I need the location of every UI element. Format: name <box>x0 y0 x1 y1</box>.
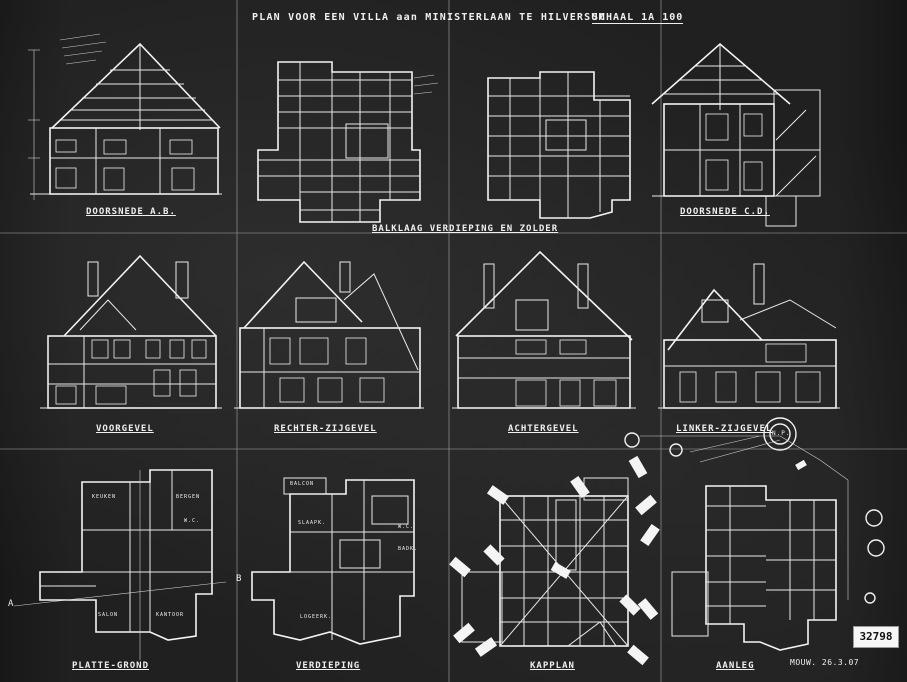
joist-plan-attic <box>487 71 631 219</box>
sheet-title: PLAN VOOR EEN VILLA aan MINISTERLAAN TE … <box>252 12 606 23</box>
label-section-cd: DOORSNEDE C.D. <box>680 207 770 217</box>
fold-line <box>0 448 907 450</box>
date-note: MOUW. 26.3.07 <box>790 658 860 667</box>
ground-floor-plan-drawing <box>13 469 227 660</box>
section-ab-drawing <box>28 33 222 200</box>
site-plan-drawing <box>624 417 885 651</box>
room-label: BALCON <box>290 481 315 487</box>
label-rear-elevation: ACHTERGEVEL <box>508 424 579 434</box>
north-point-marker: N.P. <box>772 430 791 437</box>
sheet-scale: SCHAAL 1A 100 <box>592 12 684 24</box>
fold-line <box>236 0 238 682</box>
joist-plan-first-floor <box>257 61 421 223</box>
label-left-elevation: LINKER-ZIJGEVEL <box>676 424 773 434</box>
fold-line <box>660 0 662 682</box>
upper-floor-plan-drawing <box>251 477 415 645</box>
section-marker-b: B <box>236 574 243 584</box>
annotation-notes <box>413 74 439 95</box>
label-front-elevation: VOORGEVEL <box>96 424 154 434</box>
room-label: BERGEN <box>176 494 201 500</box>
label-right-elevation: RECHTER-ZIJGEVEL <box>274 424 377 434</box>
room-label: KANTOOR <box>156 612 185 618</box>
left-elevation-drawing <box>658 263 840 409</box>
room-label: SALON <box>98 612 119 618</box>
right-elevation-drawing <box>234 260 424 409</box>
front-elevation-drawing <box>40 254 222 409</box>
room-label: LOGEERK. <box>300 614 333 620</box>
label-ground-floor: PLATTE-GROND <box>72 661 150 671</box>
roof-plan-drawing <box>449 455 660 666</box>
label-site-plan: AANLEG <box>716 661 755 671</box>
room-label: W.C. <box>184 518 201 524</box>
fold-line <box>0 232 907 234</box>
label-joist-plan: BALKLAAG VERDIEPING EN ZOLDER <box>372 224 559 234</box>
label-upper-floor: VERDIEPING <box>296 661 361 671</box>
room-label: SLAAPK. <box>298 520 327 526</box>
room-label: W.C. <box>398 524 415 530</box>
label-section-ab: DOORSNEDE A.B. <box>86 207 176 217</box>
label-roof-plan: KAPPLAN <box>530 661 575 671</box>
section-cd-drawing <box>651 42 821 227</box>
rear-elevation-drawing <box>452 250 636 409</box>
room-label: KEUKEN <box>92 494 117 500</box>
room-label: BADK. <box>398 546 419 552</box>
section-marker-a: A <box>8 599 15 609</box>
archive-stamp-number: 32798 <box>853 626 899 648</box>
fold-line <box>448 0 450 682</box>
